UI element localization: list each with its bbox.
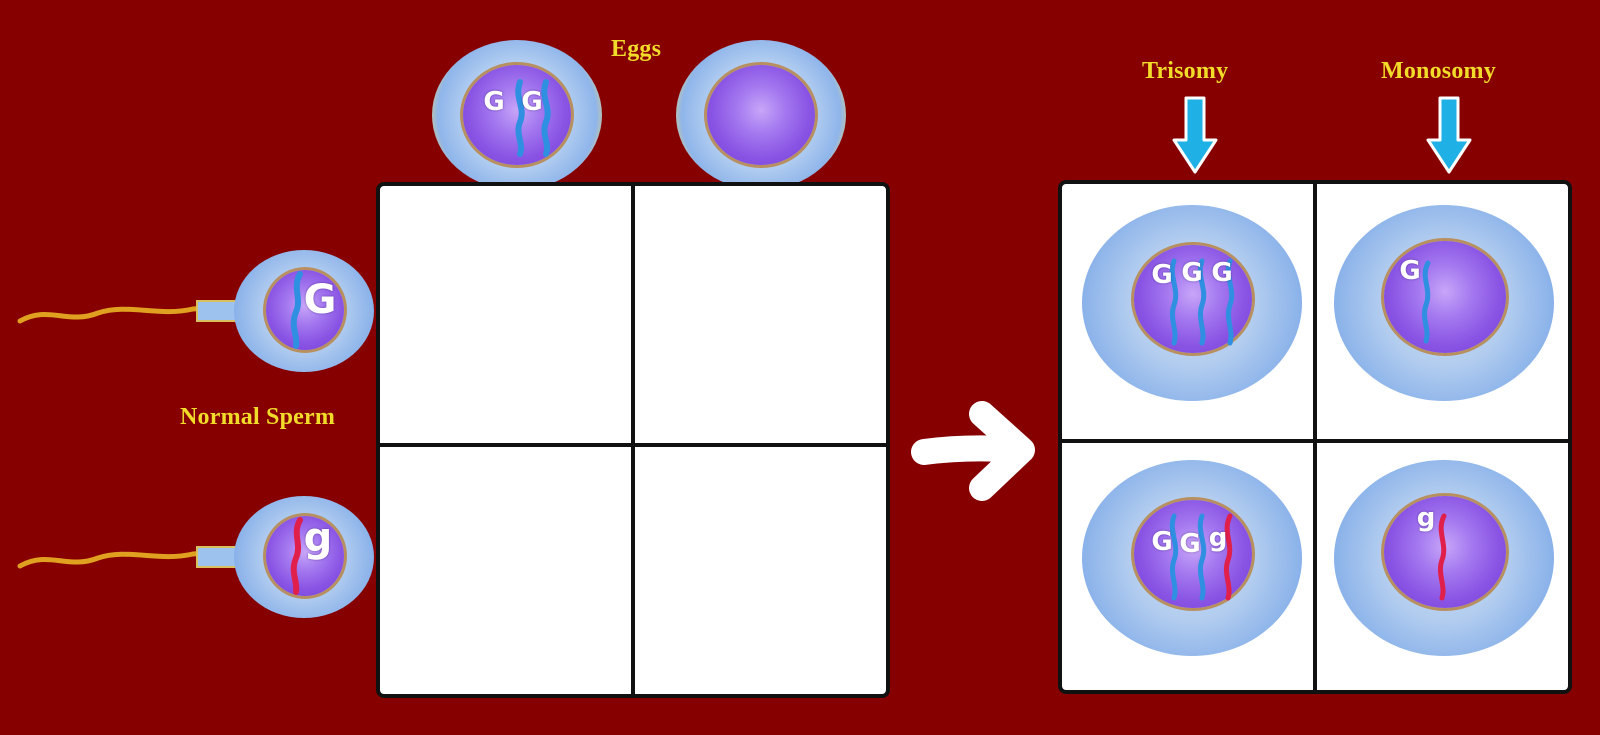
monosomy-down-arrow-icon [1426,96,1472,174]
allele-letter: G [303,277,337,323]
chromosome-icon [1169,513,1179,601]
chromosome-icon [1169,258,1179,346]
sperm-nucleus [266,270,344,350]
chromosome-icon [1421,260,1431,344]
chromosome-icon [1197,513,1207,601]
zygote-monosomy-g: G [1334,205,1554,401]
zygote-trisomy-ggg-recessive: G G g [1082,460,1302,656]
chromosome-icon [1223,513,1233,601]
zygote-nucleus [1134,500,1252,608]
chromosome-icon [1197,258,1207,346]
chromosome-icon [1225,258,1235,346]
chromosome-icon [290,517,303,595]
allele-letter: G [1179,529,1201,559]
right-arrow-icon [911,401,1035,501]
allele-letter: G [483,87,505,117]
zygote-trisomy-ggg: G G G [1082,205,1302,401]
allele-letter: g [1416,503,1436,533]
chromosome-icon [541,79,551,157]
zygote-monosomy-recessive: g [1334,460,1554,656]
chromosome-icon [1437,513,1447,601]
sperm-head-recessive: g [234,496,374,618]
chromosome-icon [290,271,303,349]
allele-letter: G [1181,258,1203,288]
monosomy-label: Monosomy [1381,58,1496,84]
grid-line [631,184,635,696]
sperm-tail-icon [17,549,223,569]
allele-letter: G [1151,527,1173,557]
allele-letter: G [1151,260,1173,290]
grid-line [1060,439,1570,443]
trisomy-label: Trisomy [1142,58,1229,84]
grid-line [378,443,888,447]
allele-letter: G [521,87,543,117]
allele-letter: G [1211,258,1233,288]
egg-nucleus [707,65,815,165]
egg-without-chromosome [676,40,846,190]
egg-with-two-chromosomes: G G [432,40,602,190]
chromosome-icon [515,79,525,157]
allele-letter: g [1208,523,1228,553]
allele-letter: G [1399,256,1421,286]
trisomy-down-arrow-icon [1172,96,1218,174]
sperm-tail-icon [17,304,223,324]
allele-letter: g [303,515,333,561]
zygote-nucleus [1384,241,1506,353]
eggs-label: Eggs [611,36,662,62]
sperm-head-dominant: G [234,250,374,372]
grid-line [1313,182,1317,692]
sperm-nucleus [266,516,344,596]
normal-sperm-label: Normal Sperm [180,404,336,430]
